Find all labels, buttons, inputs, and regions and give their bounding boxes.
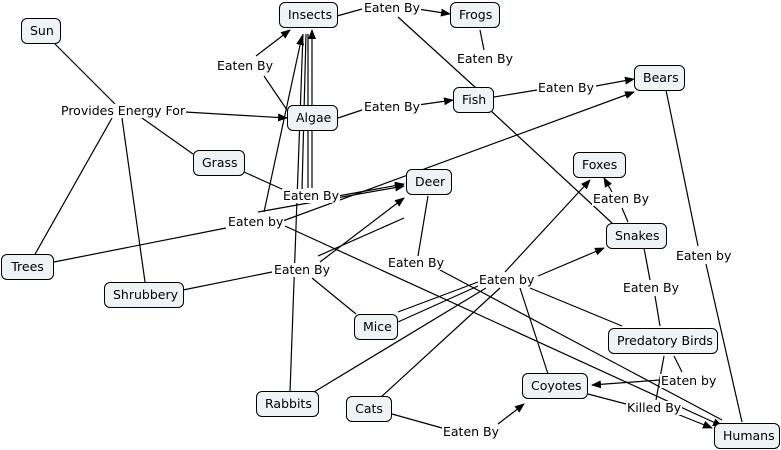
node-predatory-birds[interactable]: Predatory Birds bbox=[608, 328, 718, 354]
node-algae[interactable]: Algae bbox=[287, 105, 338, 131]
node-insects[interactable]: Insects bbox=[279, 2, 338, 28]
link-label-algae-fish: Eaten By bbox=[363, 99, 422, 114]
link-label-birds-coyotes: Eaten by bbox=[660, 373, 718, 388]
node-mice[interactable]: Mice bbox=[354, 314, 398, 340]
node-sun[interactable]: Sun bbox=[21, 18, 61, 44]
node-foxes[interactable]: Foxes bbox=[573, 152, 626, 178]
link-label-provides-energy-for: Provides Energy For bbox=[60, 103, 187, 118]
link-label-snakes-birds: Eaten By bbox=[622, 280, 681, 295]
link-label-deer-humans: Eaten By bbox=[387, 255, 446, 270]
node-fish[interactable]: Fish bbox=[453, 87, 494, 113]
link-label-grass-deer: Eaten By bbox=[282, 188, 341, 203]
link-label-mice-hub: Eaten by bbox=[478, 272, 536, 287]
link-label-snakes-foxes: Eaten By bbox=[592, 191, 651, 206]
node-frogs[interactable]: Frogs bbox=[450, 2, 500, 28]
link-label-fish-frogs: Eaten By bbox=[456, 51, 515, 66]
node-cats[interactable]: Cats bbox=[346, 396, 392, 422]
link-label-algae-insects: Eaten By bbox=[216, 58, 275, 73]
node-bears[interactable]: Bears bbox=[634, 65, 685, 91]
node-snakes[interactable]: Snakes bbox=[606, 223, 667, 249]
node-coyotes[interactable]: Coyotes bbox=[522, 373, 588, 399]
node-deer[interactable]: Deer bbox=[406, 169, 452, 195]
node-grass[interactable]: Grass bbox=[193, 150, 245, 176]
link-label-fish-bears: Eaten By bbox=[537, 80, 596, 95]
link-label-trees: Eaten by bbox=[227, 214, 285, 229]
link-label-bears-humans: Eaten by bbox=[675, 248, 733, 263]
link-label-insects-frogs: Eaten By bbox=[363, 0, 422, 15]
link-label-shrubbery: Eaten By bbox=[273, 262, 332, 277]
link-label-cats-coyotes: Eaten By bbox=[442, 424, 501, 439]
node-rabbits[interactable]: Rabbits bbox=[256, 391, 319, 417]
node-shrubbery[interactable]: Shrubbery bbox=[104, 282, 184, 308]
link-label-coyotes-humans: Killed By bbox=[626, 400, 683, 415]
node-trees[interactable]: Trees bbox=[1, 254, 54, 280]
node-humans[interactable]: Humans bbox=[714, 423, 780, 449]
